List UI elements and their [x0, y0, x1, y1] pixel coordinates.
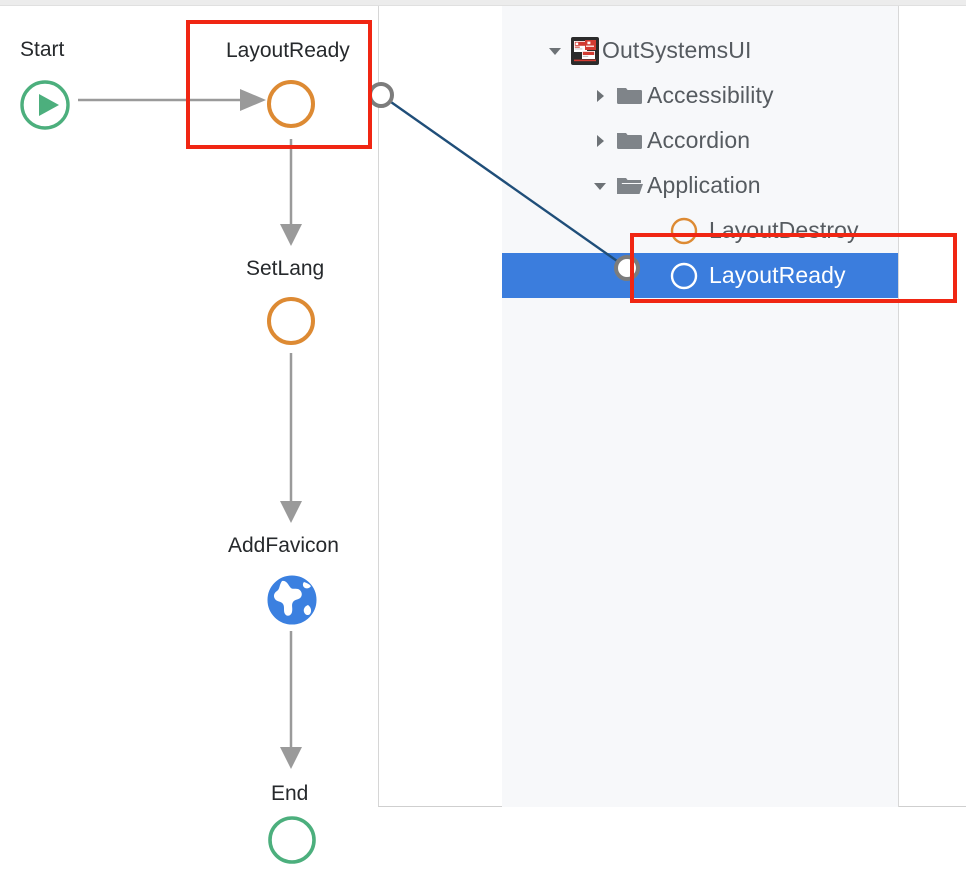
event-circle-orange-icon	[667, 216, 701, 246]
tree-row-label-application: Application	[647, 172, 761, 198]
tree-row-label-accordion: Accordion	[647, 127, 751, 153]
connector-anchor-tree	[614, 255, 640, 281]
connector-anchor-flow	[368, 82, 394, 108]
flow-connector-lines	[78, 89, 302, 769]
flow-node-label-end: End	[271, 782, 309, 805]
flow-node-label-start: Start	[20, 38, 65, 61]
module-outsystemsui-icon	[568, 36, 602, 65]
tree-row-application[interactable]: Application	[502, 163, 898, 208]
tree-row-outsystemsui[interactable]: OutSystemsUI	[502, 28, 898, 73]
chevron-right-icon[interactable]	[587, 133, 613, 149]
tree-row-label-layoutready: LayoutReady	[709, 262, 846, 288]
chevron-down-icon[interactable]	[587, 178, 613, 194]
event-circle-icon-layoutready[interactable]	[264, 77, 318, 136]
tree-row-label-layoutdestroy: LayoutDestroy	[709, 217, 859, 243]
tree-row-layoutdestroy[interactable]: LayoutDestroy	[502, 208, 898, 253]
flow-node-label-setlang: SetLang	[246, 257, 325, 280]
folder-closed-icon	[613, 129, 647, 153]
end-circle-icon[interactable]	[266, 814, 318, 871]
folder-open-icon	[613, 174, 647, 198]
tree-row-accordion[interactable]: Accordion	[502, 118, 898, 163]
event-circle-icon-setlang[interactable]	[264, 294, 318, 353]
tree-row-label-outsystemsui: OutSystemsUI	[602, 37, 752, 63]
flow-node-label-layoutready: LayoutReady	[226, 39, 350, 62]
chevron-down-icon[interactable]	[542, 43, 568, 59]
chevron-right-icon[interactable]	[587, 88, 613, 104]
start-play-icon[interactable]	[18, 78, 72, 137]
event-circle-white-icon	[667, 261, 701, 291]
window-top-chrome-strip	[0, 0, 966, 6]
folder-closed-icon	[613, 84, 647, 108]
tree-row-layoutready[interactable]: LayoutReady	[502, 253, 898, 298]
tree-row-label-accessibility: Accessibility	[647, 82, 774, 108]
globe-icon-addfavicon[interactable]	[264, 572, 320, 633]
flow-node-label-addfavicon: AddFavicon	[228, 534, 339, 557]
flow-canvas[interactable]: Start LayoutReady SetLang AddFavicon	[0, 6, 378, 864]
tree-row-accessibility[interactable]: Accessibility	[502, 73, 898, 118]
component-tree-panel[interactable]: OutSystemsUI Accessibility Accordion	[502, 6, 899, 807]
